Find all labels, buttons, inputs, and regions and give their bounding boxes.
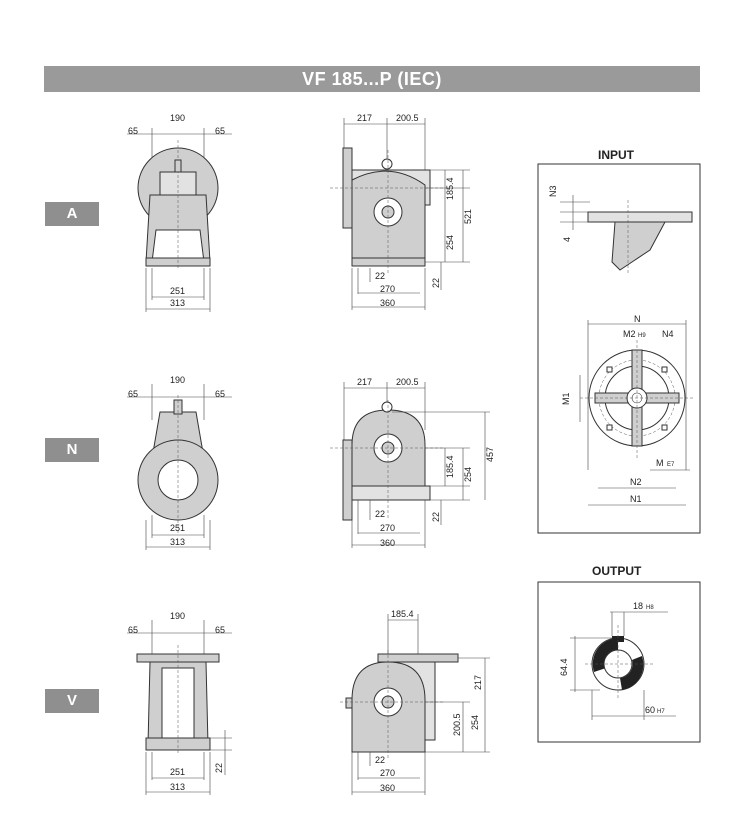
dim-input-n1: N1 xyxy=(630,494,642,504)
side-view-v xyxy=(340,614,490,795)
side-view-n xyxy=(330,382,490,548)
front-view-a xyxy=(127,128,232,312)
dim-output-key: 18 xyxy=(633,601,643,611)
dim-n-22-vert: 22 xyxy=(431,512,441,522)
dim-output-key-tol: H8 xyxy=(646,605,654,611)
dim-a-185-4: 185.4 xyxy=(445,177,455,200)
dim-a-65-right: 65 xyxy=(215,126,225,136)
dim-input-n: N xyxy=(634,314,641,324)
dim-a-217: 217 xyxy=(357,113,372,123)
dim-a-360: 360 xyxy=(380,298,395,308)
dim-n-251: 251 xyxy=(170,523,185,533)
dim-n-185-4: 185.4 xyxy=(445,455,455,478)
dim-a-270: 270 xyxy=(380,284,395,294)
dim-v-65-left: 65 xyxy=(128,625,138,635)
dim-v-254: 254 xyxy=(470,715,480,730)
dim-a-251: 251 xyxy=(170,286,185,296)
dim-input-m1: M1 xyxy=(561,392,571,405)
dim-v-65-right: 65 xyxy=(215,625,225,635)
dim-a-200-5: 200.5 xyxy=(396,113,419,123)
variant-v-label: V xyxy=(45,689,99,713)
dim-output-60-tol: H7 xyxy=(657,709,665,715)
dim-n-270: 270 xyxy=(380,523,395,533)
dim-v-313: 313 xyxy=(170,782,185,792)
variant-n-label: N xyxy=(45,438,99,462)
dim-a-313: 313 xyxy=(170,298,185,308)
dim-input-m2-tol: H9 xyxy=(638,333,646,339)
dim-v-360: 360 xyxy=(380,783,395,793)
dim-a-254: 254 xyxy=(445,235,455,250)
dim-v-251: 251 xyxy=(170,767,185,777)
dim-n-190: 190 xyxy=(170,375,185,385)
dim-input-n4: N4 xyxy=(662,329,674,339)
dim-a-22: 22 xyxy=(375,271,385,281)
dim-v-190: 190 xyxy=(170,611,185,621)
side-view-a xyxy=(330,118,470,310)
dim-a-190: 190 xyxy=(170,113,185,123)
output-bore xyxy=(570,611,676,720)
dim-v-200-5: 200.5 xyxy=(452,713,462,736)
dim-n-217: 217 xyxy=(357,377,372,387)
page-title: VF 185...P (IEC) xyxy=(44,66,700,92)
dim-v-185-4: 185.4 xyxy=(391,609,414,619)
front-view-v xyxy=(127,620,232,795)
dim-n-313: 313 xyxy=(170,537,185,547)
dim-n-457: 457 xyxy=(485,447,495,462)
dim-input-m-tol: E7 xyxy=(667,462,675,468)
dim-input-n2: N2 xyxy=(630,477,642,487)
dim-v-217: 217 xyxy=(473,675,483,690)
dim-n-360: 360 xyxy=(380,538,395,548)
dim-n-65-left: 65 xyxy=(128,389,138,399)
dim-v-22-vert: 22 xyxy=(214,763,224,773)
dim-v-270: 270 xyxy=(380,768,395,778)
dim-a-521: 521 xyxy=(463,209,473,224)
dim-v-22: 22 xyxy=(375,755,385,765)
variant-a-label: A xyxy=(45,202,99,226)
dim-input-4: 4 xyxy=(562,237,572,242)
output-panel-title: OUTPUT xyxy=(592,564,642,578)
dim-a-22-vert: 22 xyxy=(431,278,441,288)
dim-output-64-4: 64.4 xyxy=(559,658,569,676)
dim-n-200-5: 200.5 xyxy=(396,377,419,387)
input-panel-title: INPUT xyxy=(598,148,634,162)
input-flange-section xyxy=(560,195,693,275)
dim-a-65-left: 65 xyxy=(128,126,138,136)
dim-n-22: 22 xyxy=(375,509,385,519)
dim-n-65-right: 65 xyxy=(215,389,225,399)
input-flange-face xyxy=(579,320,695,506)
dim-input-m: M xyxy=(656,458,664,468)
dim-n-254: 254 xyxy=(463,467,473,482)
dim-input-m2: M2 xyxy=(623,329,636,339)
front-view-n xyxy=(127,384,232,550)
dim-input-n3: N3 xyxy=(548,185,558,197)
dim-output-60: 60 xyxy=(645,705,655,715)
